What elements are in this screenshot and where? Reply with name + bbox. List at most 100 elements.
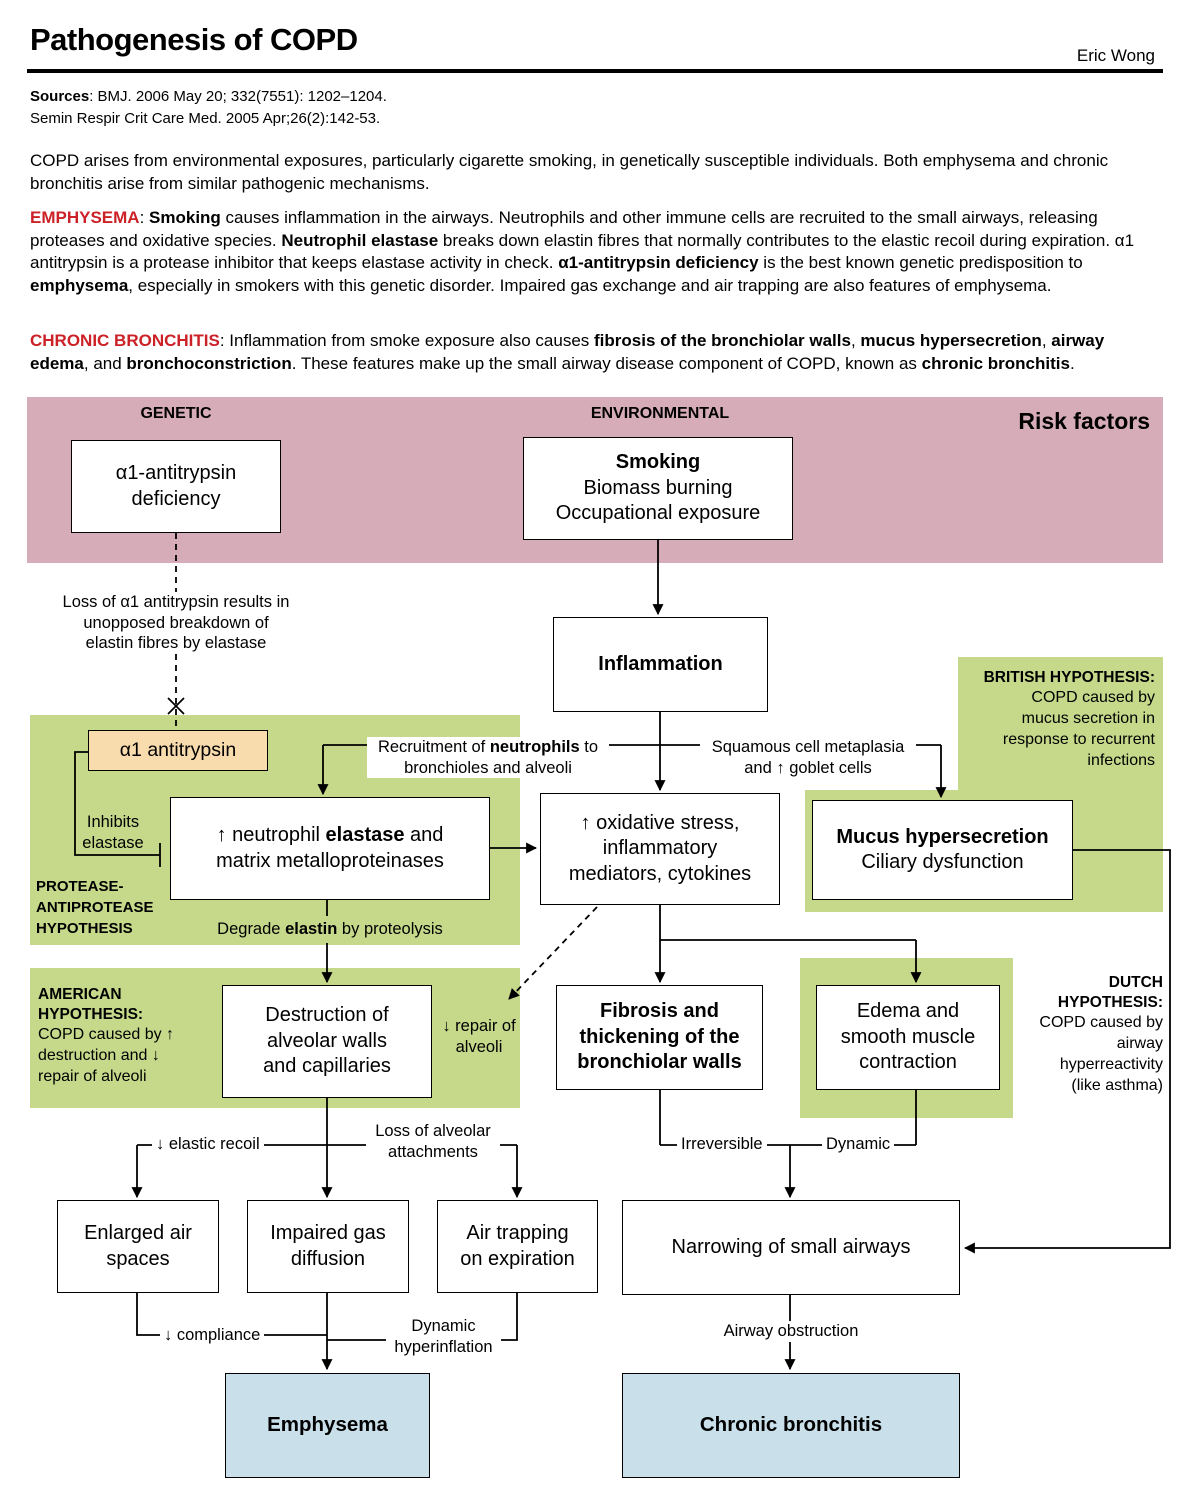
loss-alveolar-attachments-label: Loss of alveolar attachments	[366, 1121, 500, 1163]
text-segment: to bronchioles and alveoli	[404, 738, 599, 777]
text-segment: . These features make up the small airwa…	[291, 353, 922, 373]
header-rule	[27, 69, 1163, 73]
chronic-bronchitis-paragraph: CHRONIC BRONCHITIS: Inflammation from sm…	[30, 330, 1158, 375]
box-line: mediators, cytokines	[568, 862, 752, 885]
degrade-elastin-label: Degrade elastin by proteolysis	[210, 919, 450, 940]
loss-of-antitrypsin-label: Loss of α1 antitrypsin results in unoppo…	[56, 592, 296, 654]
box-line: Mucus hypersecretion	[836, 825, 1049, 848]
text-segment: α1-antitrypsin deficiency	[558, 253, 759, 273]
dutch-hypothesis-label: DUTCH HYPOTHESIS: COPD caused by airway …	[1035, 973, 1163, 1096]
box-text: Destruction of alveolar walls and capill…	[263, 1003, 391, 1079]
risk-factors-title: Risk factors	[1018, 408, 1150, 434]
text-segment: :	[139, 208, 150, 227]
elastic-recoil-label: ↓ elastic recoil	[152, 1134, 264, 1155]
box-line: contraction	[859, 1051, 957, 1074]
box-line: thickening of the	[579, 1025, 740, 1048]
american-hypothesis-label: AMERICAN HYPOTHESIS: COPD caused by ↑ de…	[38, 985, 223, 1088]
squamous-metaplasia-label: Squamous cell metaplasia and ↑ goblet ce…	[700, 737, 916, 779]
text-segment: causes inflammation in the airways. Neut…	[30, 208, 1098, 250]
box-text: α1-antitrypsin deficiency	[116, 461, 237, 512]
chronic-bronchitis-heading: CHRONIC BRONCHITIS	[30, 331, 220, 350]
box-line: bronchiolar walls	[577, 1051, 742, 1074]
box-line: Smoking	[615, 451, 701, 474]
box-text: Enlarged air spaces	[84, 1221, 192, 1272]
text-segment: mucus hypersecretion	[860, 331, 1042, 350]
box-narrowing-small-airways: Narrowing of small airways	[622, 1200, 960, 1295]
text-segment: is the best known genetic predisposition…	[758, 253, 1083, 273]
text-segment: elastin	[285, 920, 338, 938]
box-line: smooth muscle	[840, 1025, 976, 1048]
inhibits-elastase-label: Inhibits elastase	[82, 813, 144, 852]
box-text: ↑ oxidative stress, inflammatory mediato…	[569, 811, 751, 887]
box-oxidative-stress: ↑ oxidative stress, inflammatory mediato…	[540, 793, 780, 905]
airway-obstruction-label: Airway obstruction	[716, 1321, 866, 1342]
box-mucus-hypersecretion: Mucus hypersecretion Ciliary dysfunction	[812, 800, 1073, 900]
protease-antiprotease-hypothesis-label: PROTEASE-ANTIPROTEASE HYPOTHESIS	[36, 878, 154, 937]
box-text: Fibrosis and thickening of the bronchiol…	[577, 999, 741, 1075]
box-line: Air trapping	[466, 1222, 569, 1245]
british-hypothesis-region	[958, 657, 1163, 790]
box-line: α1-antitrypsin	[115, 462, 237, 485]
box-text: Edema and smooth muscle contraction	[841, 999, 976, 1075]
text-segment: fibrosis of the bronchiolar walls	[594, 331, 851, 350]
dynamic-hyperinflation-label: Dynamic hyperinflation	[386, 1316, 501, 1358]
box-fibrosis: Fibrosis and thickening of the bronchiol…	[556, 985, 763, 1090]
box-line: Ciliary dysfunction	[861, 851, 1024, 873]
text-segment: : Inflammation from smoke exposure also …	[219, 331, 595, 350]
box-line: and capillaries	[263, 1055, 391, 1078]
text-segment: Neutrophil elastase	[281, 230, 439, 250]
box-emphysema: Emphysema	[225, 1373, 430, 1478]
text-segment: ↑ neutrophil	[216, 824, 326, 847]
text-segment: , especially in smokers with this geneti…	[128, 275, 1052, 295]
irreversible-label: Irreversible	[677, 1134, 767, 1155]
text-segment: emphysema	[30, 275, 129, 295]
text-segment: neutrophils	[489, 738, 580, 756]
text-segment: ,	[850, 331, 861, 350]
sources-block: Sources: BMJ. 2006 May 20; 332(7551): 12…	[30, 86, 387, 130]
box-line: matrix metalloproteinases	[216, 849, 444, 872]
text-segment: bronchoconstriction	[126, 353, 292, 373]
box-text: Air trapping on expiration	[460, 1221, 575, 1272]
box-line: Edema and	[856, 1000, 960, 1023]
text-segment: chronic bronchitis	[921, 353, 1070, 373]
british-hypothesis-title: BRITISH HYPOTHESIS:	[983, 669, 1155, 686]
box-text: Smoking Biomass burning Occupational exp…	[556, 450, 761, 526]
box-line: ↑ oxidative stress,	[580, 811, 740, 834]
text-segment: ,	[1041, 331, 1052, 350]
sources-line-1: Sources: BMJ. 2006 May 20; 332(7551): 12…	[30, 86, 387, 108]
sources-line-1-text: : BMJ. 2006 May 20; 332(7551): 1202–1204…	[89, 88, 387, 105]
sources-line-2: Semin Respir Crit Care Med. 2005 Apr;26(…	[30, 109, 381, 127]
text-segment: Recruitment of	[377, 738, 490, 756]
box-a1-antitrypsin: α1 antitrypsin	[88, 730, 268, 771]
box-impaired-gas-diffusion: Impaired gas diffusion	[247, 1200, 409, 1293]
box-smoking: Smoking Biomass burning Occupational exp…	[523, 437, 793, 540]
text-segment: airway edema	[30, 331, 1105, 373]
text-segment: , and	[83, 353, 127, 373]
box-line: inflammatory	[602, 837, 718, 860]
emphysema-heading: EMPHYSEMA	[30, 208, 140, 227]
text-segment: by proteolysis	[337, 920, 443, 938]
box-line: spaces	[106, 1247, 170, 1270]
blocked-x-mark	[167, 697, 185, 715]
text-segment: .	[1069, 353, 1075, 373]
box-neutrophil-elastase: ↑ neutrophil elastase and matrix metallo…	[170, 797, 490, 900]
box-text: ↑ neutrophil elastase and matrix metallo…	[216, 823, 444, 874]
dutch-hypothesis-body: COPD caused by airway hyperreactivity (l…	[1039, 1014, 1163, 1094]
dynamic-label: Dynamic	[822, 1134, 895, 1155]
box-line: on expiration	[460, 1247, 575, 1270]
american-hypothesis-title: AMERICAN HYPOTHESIS:	[38, 986, 144, 1024]
text-segment: breaks down elastin fibres that normally…	[30, 230, 1135, 273]
box-line: Impaired gas	[270, 1222, 386, 1245]
box-edema: Edema and smooth muscle contraction	[816, 985, 1000, 1090]
box-line: Biomass burning	[583, 476, 733, 499]
box-a1-antitrypsin-deficiency: α1-antitrypsin deficiency	[71, 440, 281, 533]
box-line: deficiency	[131, 487, 221, 510]
box-line: diffusion	[290, 1247, 366, 1270]
american-hypothesis-body: COPD caused by ↑ destruction and ↓ repai…	[38, 1026, 175, 1085]
text-segment: Smoking	[149, 208, 221, 227]
box-line: Enlarged air	[84, 1222, 192, 1245]
compliance-label: ↓ compliance	[160, 1325, 265, 1346]
emphysema-paragraph: EMPHYSEMA: Smoking causes inflammation i…	[30, 207, 1158, 297]
text-segment: and	[404, 824, 444, 847]
